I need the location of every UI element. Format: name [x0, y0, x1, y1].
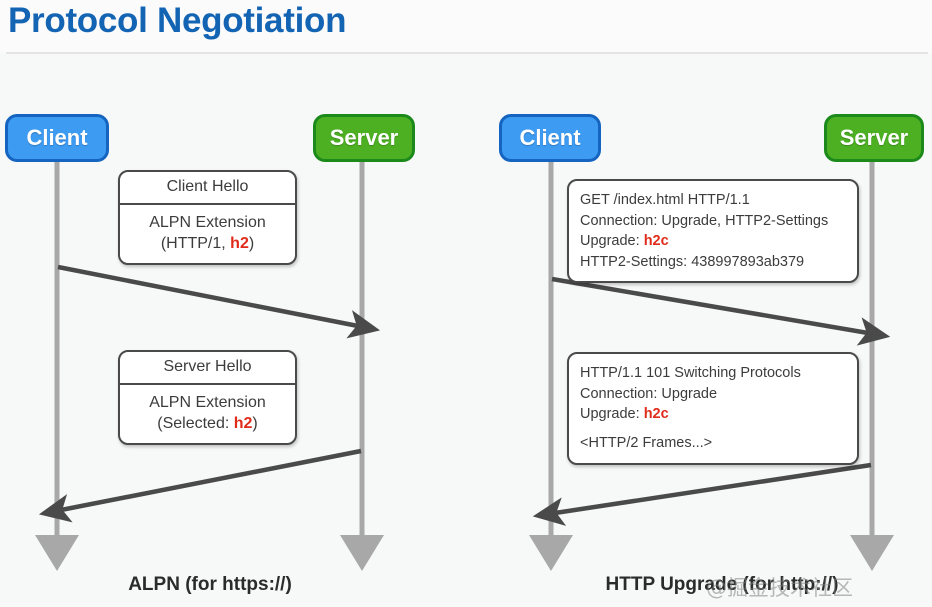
message-box-body: ALPN Extension (Selected: h2) [120, 385, 295, 443]
title-bar: Protocol Negotiation [0, 0, 932, 54]
message-line-1: Connection: Upgrade, HTTP2-Settings [580, 212, 829, 229]
message-box-client-hello[interactable]: Client Hello ALPN Extension (HTTP/1, h2) [118, 170, 297, 265]
message-line-1: Connection: Upgrade [580, 385, 718, 402]
message-line-2-prefix: Upgrade: [580, 406, 644, 423]
actor-label: Server [329, 125, 399, 150]
message-line-1-highlight: h2 [230, 235, 249, 253]
message-box-body: GET /index.html HTTP/1.1 Connection: Upg… [569, 181, 857, 281]
message-line-2-highlight: h2c [643, 233, 669, 250]
message-line-2-prefix: Upgrade: [580, 233, 644, 250]
actor-label: Client [519, 125, 581, 150]
actor-label: Server [839, 125, 909, 150]
actor-label: Client [26, 125, 88, 150]
sequence-diagram-alpn: Client Server Client Hello ALPN Extensio… [0, 53, 466, 607]
page-title: Protocol Negotiation [8, 1, 347, 40]
actor-client-alpn[interactable]: Client [5, 114, 109, 162]
message-line-4: <HTTP/2 Frames...> [580, 435, 713, 452]
message-line-0: HTTP/1.1 101 Switching Protocols [580, 365, 801, 381]
actor-server-upgrade[interactable]: Server [824, 114, 924, 162]
actor-client-upgrade[interactable]: Client [499, 114, 601, 162]
upgrade-lifelines-and-arrows [529, 161, 895, 571]
message-line-3: HTTP2-Settings: 438997893ab379 [580, 253, 805, 270]
message-line-1-suffix: ) [248, 235, 255, 253]
message-box-body: ALPN Extension (HTTP/1, h2) [120, 205, 295, 263]
message-box-upgrade-request[interactable]: GET /index.html HTTP/1.1 Connection: Upg… [567, 179, 859, 284]
message-line-1-highlight: h2 [233, 415, 253, 433]
actor-server-alpn[interactable]: Server [313, 114, 415, 162]
message-line-0: ALPN Extension [149, 214, 266, 231]
message-line-1-prefix: (HTTP/1, [160, 235, 231, 253]
message-line-2-highlight: h2c [643, 406, 669, 423]
message-line-0: ALPN Extension [149, 394, 266, 411]
message-line-1-suffix: ) [252, 415, 258, 433]
message-box-header: Server Hello [120, 352, 295, 385]
title-divider [6, 52, 928, 54]
caption-alpn: ALPN (for https://) [128, 574, 292, 595]
message-box-header: Client Hello [120, 172, 295, 205]
alpn-lifelines-and-arrows [35, 161, 385, 571]
caption-http-upgrade: HTTP Upgrade (for http://) [605, 574, 839, 595]
message-box-server-hello[interactable]: Server Hello ALPN Extension (Selected: h… [118, 350, 297, 445]
sequence-diagram-http-upgrade: Client Server GET /index.html HTTP/1.1 C… [466, 53, 932, 607]
message-line-1-prefix: (Selected: [157, 415, 234, 433]
message-box-upgrade-response[interactable]: HTTP/1.1 101 Switching Protocols Connect… [567, 352, 859, 465]
message-box-body: HTTP/1.1 101 Switching Protocols Connect… [569, 354, 857, 463]
message-line-0: GET /index.html HTTP/1.1 [580, 192, 750, 208]
message-line-blank [580, 425, 846, 434]
